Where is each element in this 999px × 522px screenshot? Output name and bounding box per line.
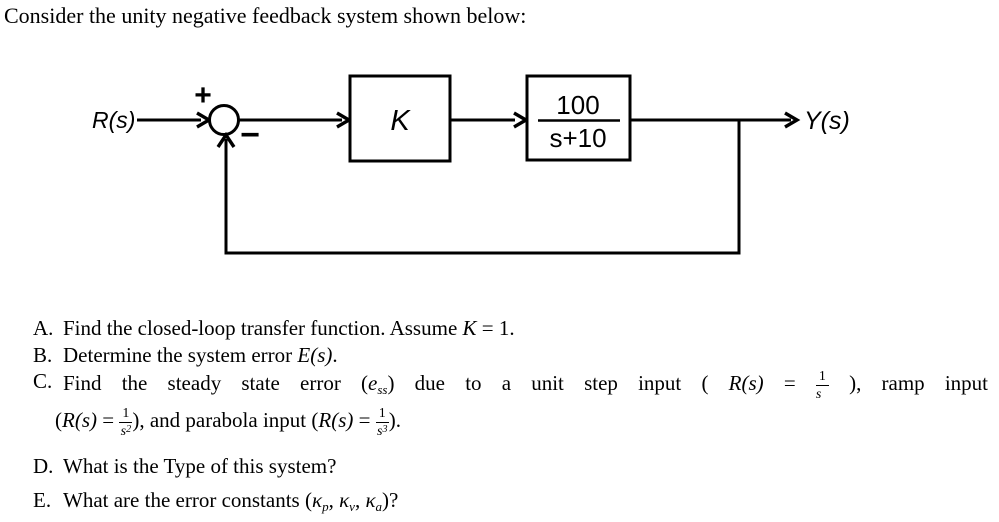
qe-text-1: What are the error constants ( bbox=[63, 488, 312, 512]
output-arrowhead-icon bbox=[784, 111, 801, 129]
qc-frac1-num: 1 bbox=[815, 369, 829, 386]
qa-text-1: Find the closed-loop transfer function. … bbox=[63, 316, 463, 340]
qb-text-1: Determine the system error bbox=[63, 343, 298, 367]
qc-frac1-den: s bbox=[815, 387, 822, 402]
qc-sub-ss: ss bbox=[377, 382, 388, 397]
qe-sub-a: a bbox=[375, 499, 383, 514]
qb-text-2: . bbox=[332, 343, 338, 367]
plus-sign: + bbox=[194, 79, 212, 112]
question-a-letter: A. bbox=[33, 316, 54, 340]
qc-eq-1: = bbox=[763, 371, 816, 395]
gain-block bbox=[348, 74, 452, 163]
qc-frac2-den: s2 bbox=[119, 423, 132, 439]
qc-var-rs1: R(s) bbox=[728, 371, 764, 395]
qc-text-2: ) due to a unit step input ( bbox=[387, 371, 729, 395]
question-b: B. Determine the system error E(s). bbox=[33, 343, 338, 367]
question-c: C. Find the steady state error (ess) due… bbox=[33, 369, 988, 402]
output-signal-label: Y(s) bbox=[804, 107, 850, 135]
plant-arrowhead-icon bbox=[513, 111, 530, 129]
input-signal-label: R(s) bbox=[92, 107, 135, 133]
feedback-path bbox=[224, 120, 741, 255]
qc-frac3-den: s3 bbox=[376, 423, 389, 439]
qc-eq-3: = bbox=[353, 408, 376, 432]
minus-sign: − bbox=[240, 116, 260, 154]
qb-var-es: E(s) bbox=[297, 343, 333, 367]
plant-numerator: 100 bbox=[556, 90, 599, 120]
qc-var-ess: e bbox=[368, 371, 378, 395]
qc-var-rs3: R(s) bbox=[318, 408, 354, 432]
qe-var-ka: κ bbox=[365, 488, 376, 512]
question-e-text: What are the error constants (κp, κv, κa… bbox=[63, 488, 399, 514]
plant-block bbox=[525, 74, 632, 162]
qe-sub-p: p bbox=[322, 499, 329, 514]
feedback-arrowhead-icon bbox=[216, 131, 236, 148]
qc-frac3-exp: 3 bbox=[382, 424, 388, 435]
qc-frac3-den-s: s bbox=[376, 424, 383, 439]
plant-denominator: s+10 bbox=[549, 123, 606, 153]
qc-frac2-exp: 2 bbox=[126, 424, 132, 435]
question-d-letter: D. bbox=[33, 454, 54, 478]
qe-comma-2: , bbox=[354, 488, 366, 512]
problem-statement-title: Consider the unity negative feedback sys… bbox=[4, 3, 527, 28]
question-a: A. Find the closed-loop transfer functio… bbox=[33, 316, 515, 340]
question-d-text: What is the Type of this system? bbox=[63, 454, 337, 478]
qc-text-6: ). bbox=[388, 408, 401, 432]
qe-sub-v: v bbox=[349, 499, 355, 514]
qe-text-2: )? bbox=[382, 488, 399, 512]
qe-comma-1: , bbox=[328, 488, 340, 512]
qc-frac3-num: 1 bbox=[375, 406, 389, 423]
question-d: D. What is the Type of this system? bbox=[33, 454, 336, 478]
qe-var-kv: κ bbox=[339, 488, 350, 512]
qc-text-4: ( bbox=[55, 408, 62, 432]
qc-frac2-num: 1 bbox=[119, 406, 133, 423]
question-b-text: Determine the system error E(s). bbox=[63, 343, 338, 367]
qc-text-5: ), and parabola input ( bbox=[132, 408, 319, 432]
summing-junction bbox=[208, 104, 240, 136]
block-diagram: R(s) + − K 100 s+10 Y(s) bbox=[92, 74, 850, 255]
question-a-text: Find the closed-loop transfer function. … bbox=[63, 316, 515, 340]
qa-var-k: K bbox=[462, 316, 477, 340]
qc-text-3: ), ramp input bbox=[828, 371, 989, 395]
question-c-line1: Find the steady state error (ess) due to… bbox=[63, 369, 988, 402]
qa-text-2: = 1. bbox=[476, 316, 515, 340]
question-b-letter: B. bbox=[33, 343, 53, 367]
question-c-letter: C. bbox=[33, 369, 53, 393]
qc-eq-2: = bbox=[97, 408, 120, 432]
question-e-letter: E. bbox=[33, 488, 52, 512]
qe-var-kp: κ bbox=[311, 488, 323, 512]
gain-block-label: K bbox=[390, 105, 411, 137]
qc-text-1: Find the steady state error ( bbox=[63, 371, 369, 395]
qc-frac2-den-s: s bbox=[120, 424, 127, 439]
qc-var-rs2: R(s) bbox=[62, 408, 97, 432]
question-e: E. What are the error constants (κp, κv,… bbox=[33, 488, 399, 514]
